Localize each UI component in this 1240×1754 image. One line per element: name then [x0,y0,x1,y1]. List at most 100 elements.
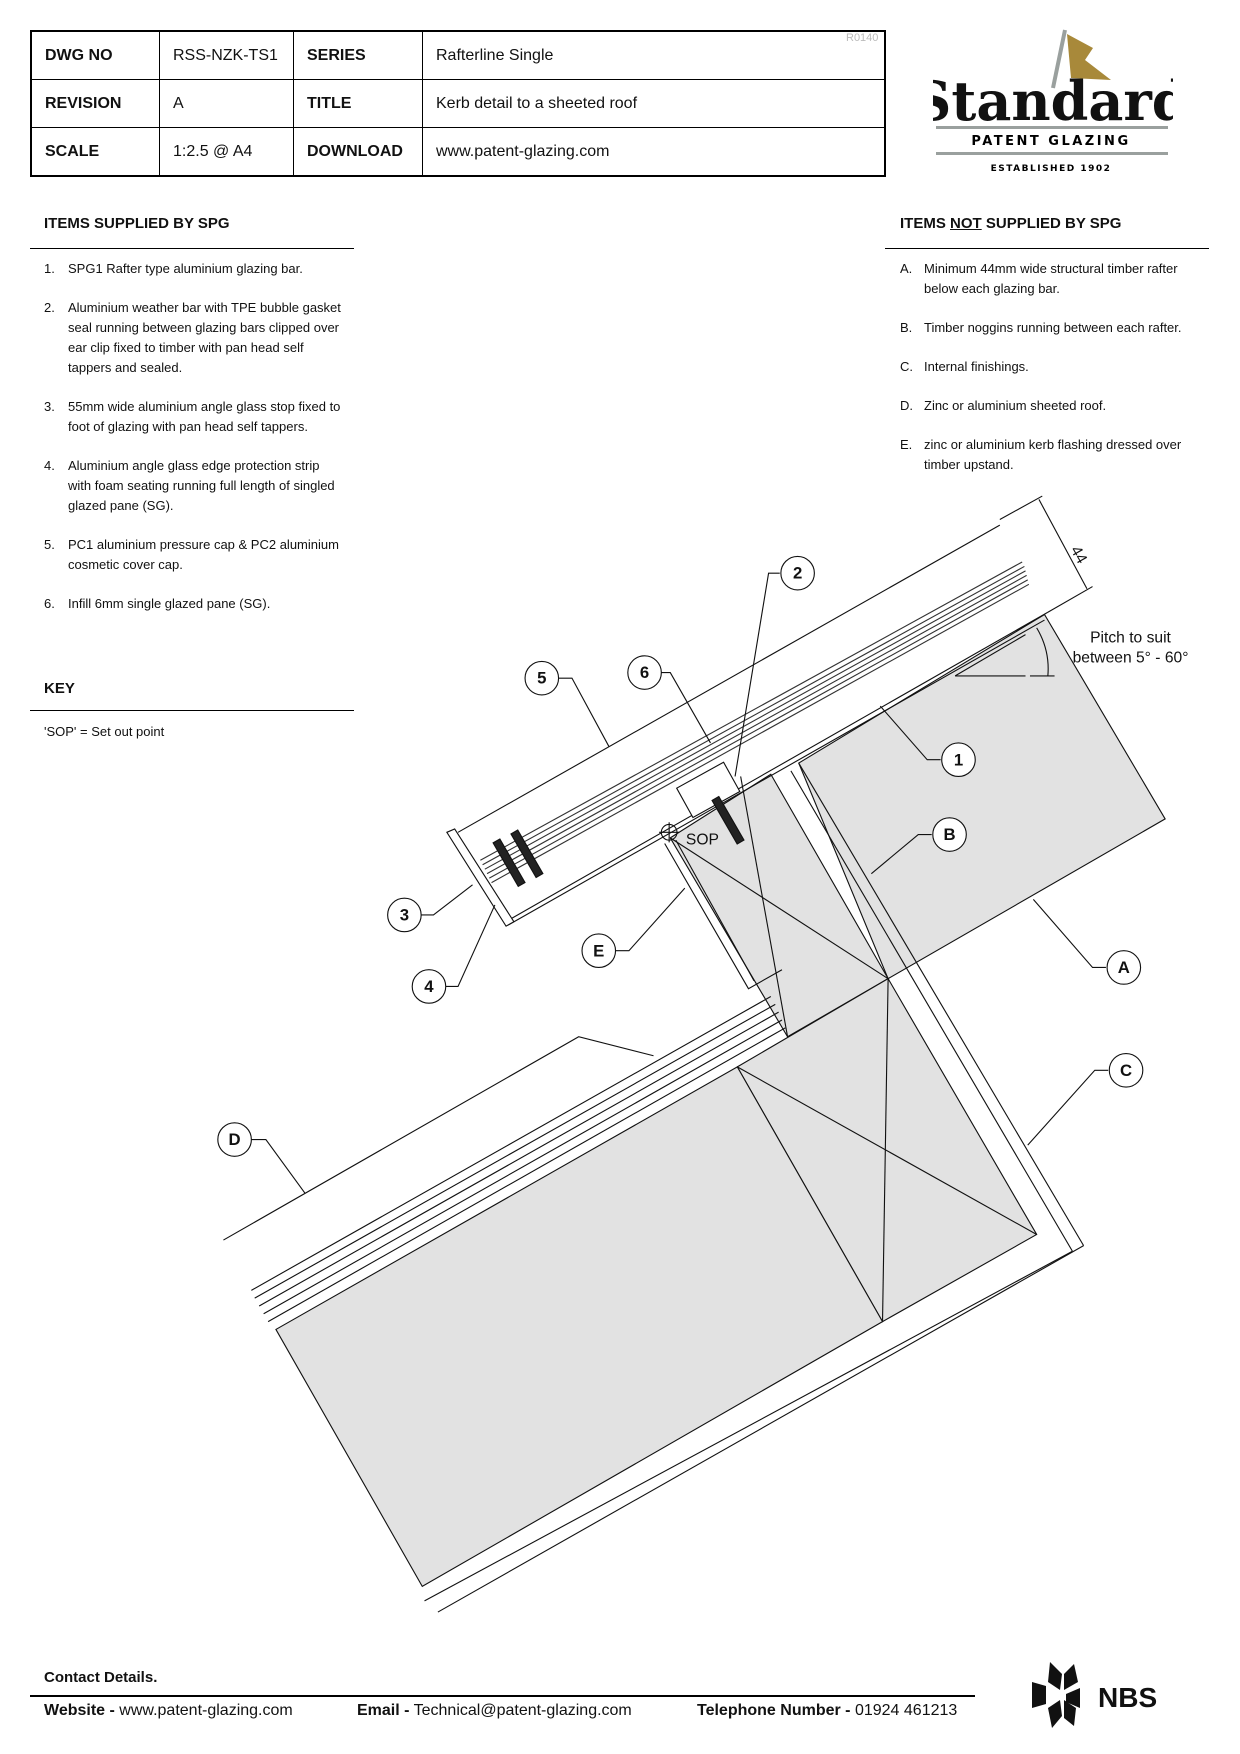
title-label: TITLE [293,79,423,128]
callout-d: D [229,1130,241,1149]
supplied-heading: ITEMS SUPPLIED BY SPG [44,215,230,232]
logo-established: ESTABLISHED 1902 [991,164,1112,174]
not-supplied-item: A. Minimum 44mm wide structural timber ra… [900,259,1205,299]
revision-label: REVISION [30,79,160,128]
heading-part: ITEMS [900,215,951,232]
title-row-revision: REVISION A TITLE Kerb detail to a sheete… [30,79,886,128]
callout-a: A [1118,958,1130,977]
logo-subtitle: PATENT GLAZING [971,134,1130,149]
not-supplied-item: D.Zinc or aluminium sheeted roof. [900,396,1205,416]
item-number: 6. [44,596,55,611]
callout-4: 4 [424,977,434,996]
not-supplied-item: C.Internal finishings. [900,357,1205,377]
logo-flagpole [1051,29,1067,89]
phone-number: 01924 461213 [854,1702,958,1719]
callout-5: 5 [537,669,546,688]
item-letter: B. [900,320,913,335]
sop-label: SOP [686,832,719,849]
item-letter: A. [900,261,913,276]
title-block: DWG NO RSS-NZK-TS1 SERIES Rafterline Sin… [30,30,886,177]
logo-wordmark: Standard [933,69,1173,133]
supplied-item: 2. Aluminium weather bar with TPE bubble … [44,298,344,378]
heading-not: NOT [950,215,982,232]
pitch-indicator: Pitch to suit between 5° - 60° [954,627,1189,677]
website-label: Website [44,1702,106,1719]
rafter-section [798,613,1166,980]
kerb-flashing [664,839,783,990]
logo-rule-bottom [936,152,1168,155]
timber-cross-lines [669,776,1037,1322]
item-text: Aluminium angle glass edge protection st… [68,458,335,513]
item-number: 5. [44,537,55,552]
callout-b: B [943,825,955,844]
callout-e: E [593,941,604,960]
contact-phone: Telephone Number - 01924 461213 [697,1702,957,1720]
supplied-item: 1.SPG1 Rafter type aluminium glazing bar… [44,259,344,279]
nbs-mark-icon [1032,1662,1080,1728]
supplied-item: 6.Infill 6mm single glazed pane (SG). [44,594,344,614]
separator: - [404,1702,410,1719]
separator: - [109,1702,115,1719]
item-text: PC1 aluminium pressure cap & PC2 alumini… [68,537,339,572]
item-text: Zinc or aluminium sheeted roof. [924,398,1107,413]
supplied-list: 1.SPG1 Rafter type aluminium glazing bar… [44,259,344,633]
screw-icon [711,795,745,845]
title-value: Kerb detail to a sheeted roof [422,79,886,128]
download-link[interactable]: www.patent-glazing.com [422,127,886,177]
logo-rule-top [936,126,1168,129]
item-text: zinc or aluminium kerb flashing dressed … [924,437,1182,472]
title-row-dwg: DWG NO RSS-NZK-TS1 SERIES Rafterline Sin… [30,30,886,80]
glazing-assembly [446,524,1049,927]
not-supplied-list: A. Minimum 44mm wide structural timber ra… [900,259,1205,494]
item-number: 4. [44,458,55,473]
nbs-logo: NBS [1032,1662,1157,1728]
callout-3: 3 [400,906,409,925]
callout-1: 1 [954,750,963,769]
sheeted-roof-layers [223,996,786,1323]
footer-divider [30,1695,975,1697]
item-number: 2. [44,300,55,315]
download-label: DOWNLOAD [293,127,423,177]
drawing-reference: R0140 [846,32,879,44]
contact-website: Website - www.patent-glazing.com [44,1702,293,1720]
callout-6: 6 [640,663,649,682]
callouts [217,555,1144,1157]
contact-email: Email - Technical@patent-glazing.com [357,1702,632,1720]
email-link[interactable]: Technical@patent-glazing.com [413,1702,632,1719]
item-text: Minimum 44mm wide structural timber raft… [924,261,1178,296]
heading-part: SUPPLIED BY SPG [981,215,1122,232]
email-label: Email [357,1702,400,1719]
scale-value: 1:2.5 @ A4 [159,127,294,177]
item-letter: E. [900,437,913,452]
website-link[interactable]: www.patent-glazing.com [119,1702,293,1719]
dimension-label: 44 [1067,543,1091,567]
phone-label: Telephone Number [697,1702,841,1719]
key-divider [30,710,354,711]
pitch-label-1: Pitch to suit [1090,629,1171,646]
nbs-text: NBS [1098,1682,1157,1713]
callout-2: 2 [793,564,802,583]
standard-logo: Standard PATENT GLAZING ESTABLISHED 1902 [933,29,1173,174]
supplied-item: 4. Aluminium angle glass edge protection … [44,456,344,516]
revision-value: A [159,79,294,128]
separator: - [845,1702,851,1719]
item-text: Timber noggins running between each raft… [924,320,1182,335]
item-number: 3. [44,399,55,414]
supplied-item: 3.55mm wide aluminium angle glass stop f… [44,397,344,437]
not-supplied-divider [885,248,1209,249]
item-text: Aluminium weather bar with TPE bubble ga… [68,300,341,375]
item-number: 1. [44,261,55,276]
screw-icon [492,838,526,888]
internal-finish-lines [424,762,1085,1613]
pitch-label-2: between 5° - 60° [1073,650,1189,667]
supplied-item: 5. PC1 aluminium pressure cap & PC2 alumi… [44,535,344,575]
leader-lines [251,572,1109,1194]
key-heading: KEY [44,680,75,697]
callout-c: C [1120,1061,1132,1080]
not-supplied-item: E. zinc or aluminium kerb flashing dresse… [900,435,1205,475]
item-letter: C. [900,359,913,374]
dimension-44: 44 [999,495,1093,613]
dwg-no-value: RSS-NZK-TS1 [159,30,294,80]
series-label: SERIES [293,30,423,80]
